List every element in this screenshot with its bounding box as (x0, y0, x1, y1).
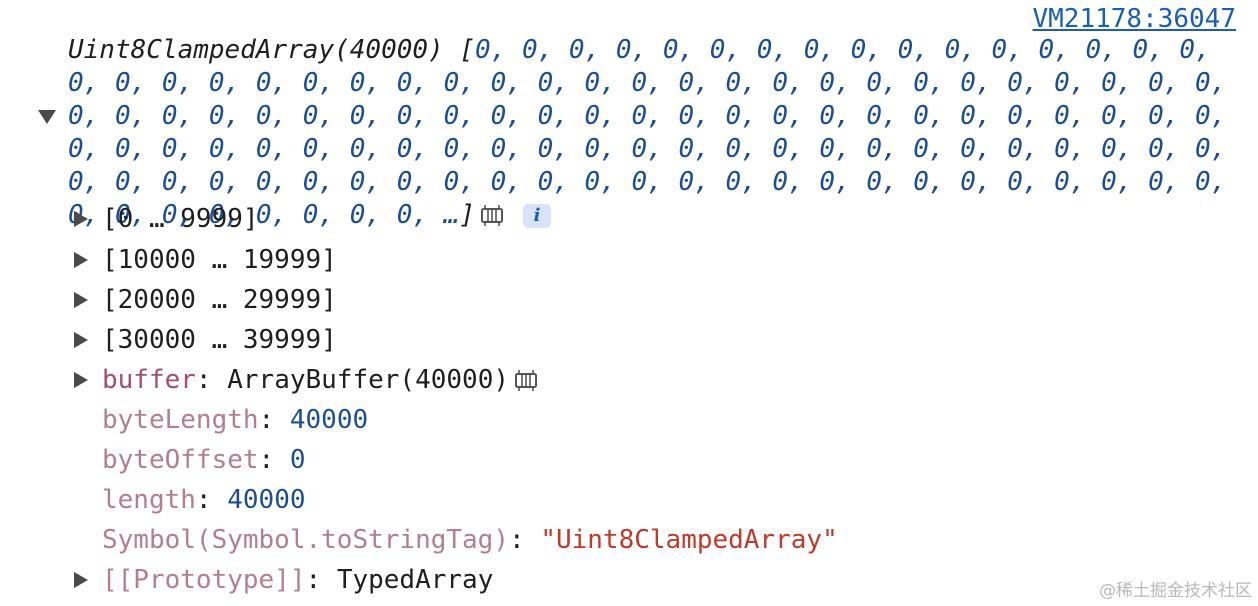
expand-triangle-icon[interactable] (74, 211, 88, 227)
property-key: byteLength (102, 405, 259, 435)
expand-triangle-icon[interactable] (74, 372, 88, 388)
property-colon: : (509, 525, 525, 555)
property-value: 40000 (227, 485, 306, 515)
expand-triangle-icon[interactable] (74, 292, 88, 308)
property-value: 40000 (289, 405, 369, 435)
range-label: [0 … 9999] (102, 204, 259, 234)
property-colon: : (195, 485, 212, 515)
expand-triangle-icon[interactable] (74, 572, 88, 588)
property-key: buffer (102, 365, 196, 395)
range-label: [30000 … 39999] (102, 325, 337, 355)
range-label: [20000 … 29999] (102, 285, 337, 315)
collapse-triangle-icon[interactable] (38, 110, 56, 124)
property-value: 0 (289, 445, 306, 475)
property-key: length (102, 485, 196, 515)
property-key: Symbol(Symbol.toStringTag) (102, 525, 509, 555)
memory-inspector-icon[interactable] (513, 369, 539, 393)
memory-inspector-icon[interactable] (479, 204, 505, 228)
property-key: byteOffset (102, 445, 259, 475)
array-summary-preview[interactable]: Uint8ClampedArray(40000) [0, 0, 0, 0, 0,… (68, 34, 1238, 232)
property-colon: : (195, 365, 212, 395)
expand-triangle-icon[interactable] (74, 252, 88, 268)
array-type-label: Uint8ClampedArray(40000) [ (68, 35, 475, 65)
property-value: TypedArray (336, 565, 494, 595)
watermark: @稀土掘金技术社区 (1099, 581, 1252, 601)
array-element-preview: 0, 0, 0, 0, 0, 0, 0, 0, 0, 0, 0, 0, 0, 0… (68, 35, 1227, 230)
property-key: [[Prototype]] (102, 565, 306, 595)
info-icon[interactable]: i (523, 203, 551, 228)
property-value: ArrayBuffer(40000) (227, 365, 509, 395)
property-colon: : (305, 565, 322, 595)
source-location-link[interactable]: VM21178:36047 (1032, 4, 1237, 34)
property-value: "Uint8ClampedArray" (540, 525, 838, 555)
expand-triangle-icon[interactable] (74, 332, 88, 348)
property-colon: : (258, 445, 275, 475)
range-label: [10000 … 19999] (102, 245, 337, 275)
property-colon: : (258, 405, 275, 435)
array-closing-bracket: ] (459, 200, 475, 230)
